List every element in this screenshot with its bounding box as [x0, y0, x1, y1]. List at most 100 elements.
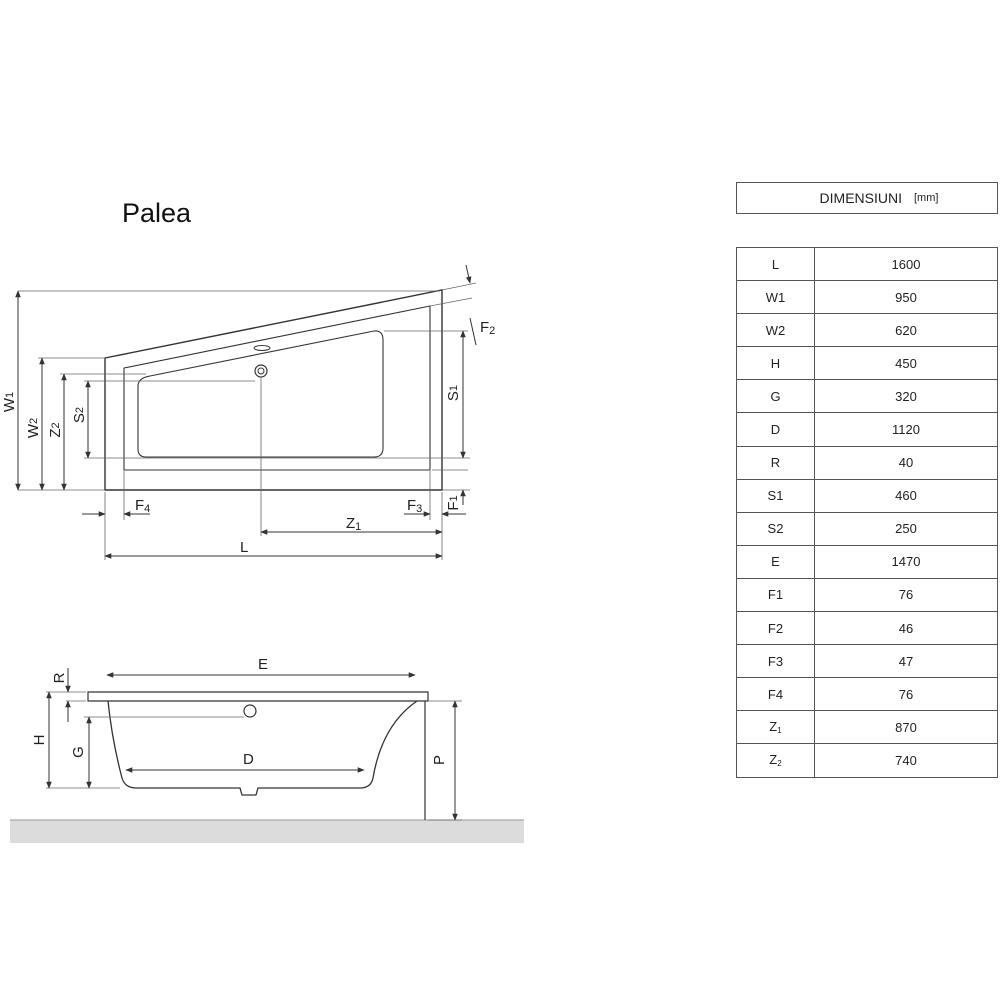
table-header-label: DIMENSIUNI	[819, 190, 902, 206]
top-view	[104, 289, 443, 491]
dimension-value: 46	[814, 611, 998, 646]
label-w1: W1	[1, 392, 18, 412]
dimension-key: R	[736, 445, 815, 480]
drain-inner	[257, 367, 265, 375]
dimension-key: F2	[736, 611, 815, 646]
dimension-value: 1470	[814, 544, 998, 579]
table-row: E 1470	[736, 544, 998, 579]
dimension-key: G	[736, 379, 815, 414]
dimension-value: 47	[814, 644, 998, 679]
dimension-key-subscript: 1	[777, 726, 782, 736]
dim-f2-line	[465, 264, 472, 284]
dimension-key: Z2	[736, 743, 815, 778]
table-header-unit: [mm]	[914, 192, 939, 204]
label-r: R	[51, 672, 68, 683]
tub-rim-profile	[87, 691, 429, 702]
dimension-key-text: W1	[765, 289, 786, 305]
dimension-value: 250	[814, 511, 998, 546]
dimension-key-text: R	[770, 455, 781, 471]
table-row: S1 460	[736, 478, 998, 513]
label-p: P	[431, 755, 448, 765]
drain-outer	[254, 364, 268, 378]
table-row: F3 47	[736, 644, 998, 679]
tub-body-profile	[107, 700, 418, 796]
dimension-key-text: L	[771, 256, 780, 272]
tub-basin	[137, 330, 384, 458]
dimension-key-text: G	[770, 388, 781, 404]
dimension-key-text: S2	[767, 521, 784, 537]
table-row: W2 620	[736, 313, 998, 348]
dimension-key: S1	[736, 478, 815, 513]
product-title: Palea	[122, 198, 192, 228]
dimension-value: 1120	[814, 412, 998, 447]
side-view-labels: R E H G D P	[31, 656, 448, 768]
top-view-dimension-arrows	[15, 264, 477, 559]
dimension-key: W1	[736, 280, 815, 315]
table-row: G 320	[736, 379, 998, 414]
label-h: H	[31, 735, 48, 746]
label-f3: F3	[407, 497, 422, 515]
dimensions-table-header: DIMENSIUNI [mm]	[736, 182, 998, 214]
dimension-value: 320	[814, 379, 998, 414]
table-row: L 1600	[736, 246, 998, 282]
tub-inner-rim	[123, 305, 431, 471]
side-view-dimension-arrows	[46, 668, 458, 821]
label-e: E	[258, 656, 268, 673]
dimension-value: 76	[814, 577, 998, 613]
overflow-hole	[253, 345, 271, 351]
dimension-key: S2	[736, 511, 815, 546]
dimension-value: 1600	[814, 246, 998, 282]
dimension-key-text: D	[770, 422, 781, 438]
dimension-key-text: F2	[767, 620, 784, 636]
side-view	[87, 691, 429, 820]
dimension-key-text: E	[771, 554, 780, 570]
dimension-key-text: Z	[769, 752, 778, 768]
dimension-key-text: H	[770, 355, 781, 371]
label-g: G	[70, 746, 87, 758]
dimension-key-text: W2	[765, 322, 786, 338]
label-w2: W2	[25, 418, 42, 438]
label-s1: S1	[445, 385, 462, 401]
label-d: D	[243, 751, 254, 768]
dimension-key-text: F1	[767, 587, 784, 603]
label-f4: F4	[135, 497, 150, 515]
dimension-value: 740	[814, 743, 998, 778]
label-s2: S2	[71, 407, 88, 423]
dimension-value: 76	[814, 677, 998, 712]
side-view-extension-lines	[46, 691, 462, 821]
dimension-value: 620	[814, 313, 998, 348]
dimension-value: 460	[814, 478, 998, 513]
side-overflow	[243, 704, 257, 718]
dimension-value: 450	[814, 346, 998, 381]
dimension-key: F3	[736, 644, 815, 679]
dimension-key: F4	[736, 677, 815, 712]
dimension-key: H	[736, 346, 815, 381]
table-row: F2 46	[736, 611, 998, 646]
dimension-key: W2	[736, 313, 815, 348]
label-f2: F2	[480, 319, 495, 337]
table-row: F4 76	[736, 677, 998, 712]
label-l: L	[240, 539, 248, 556]
dimension-key-text: S1	[767, 488, 784, 504]
table-row: S2 250	[736, 511, 998, 546]
dimension-key-subscript: 2	[777, 759, 782, 769]
dim-f2-leader	[469, 317, 477, 346]
label-z2: Z2	[47, 422, 64, 437]
table-row: W1 950	[736, 280, 998, 315]
floor	[10, 820, 524, 843]
dimension-key-text: F4	[767, 686, 784, 702]
dimension-key-text: Z	[769, 719, 778, 735]
label-z1: Z1	[346, 515, 361, 533]
dimension-key: Z1	[736, 710, 815, 745]
dimension-value: 870	[814, 710, 998, 745]
table-row: H 450	[736, 346, 998, 381]
tub-outer-outline	[104, 289, 443, 491]
dimension-key: L	[736, 246, 815, 282]
dimension-value: 950	[814, 280, 998, 315]
top-view-labels: W1 W2 Z2 S2 S1 F2 F4 F3 F1 Z1 L	[1, 319, 495, 556]
dimension-key-text: F3	[767, 653, 784, 669]
